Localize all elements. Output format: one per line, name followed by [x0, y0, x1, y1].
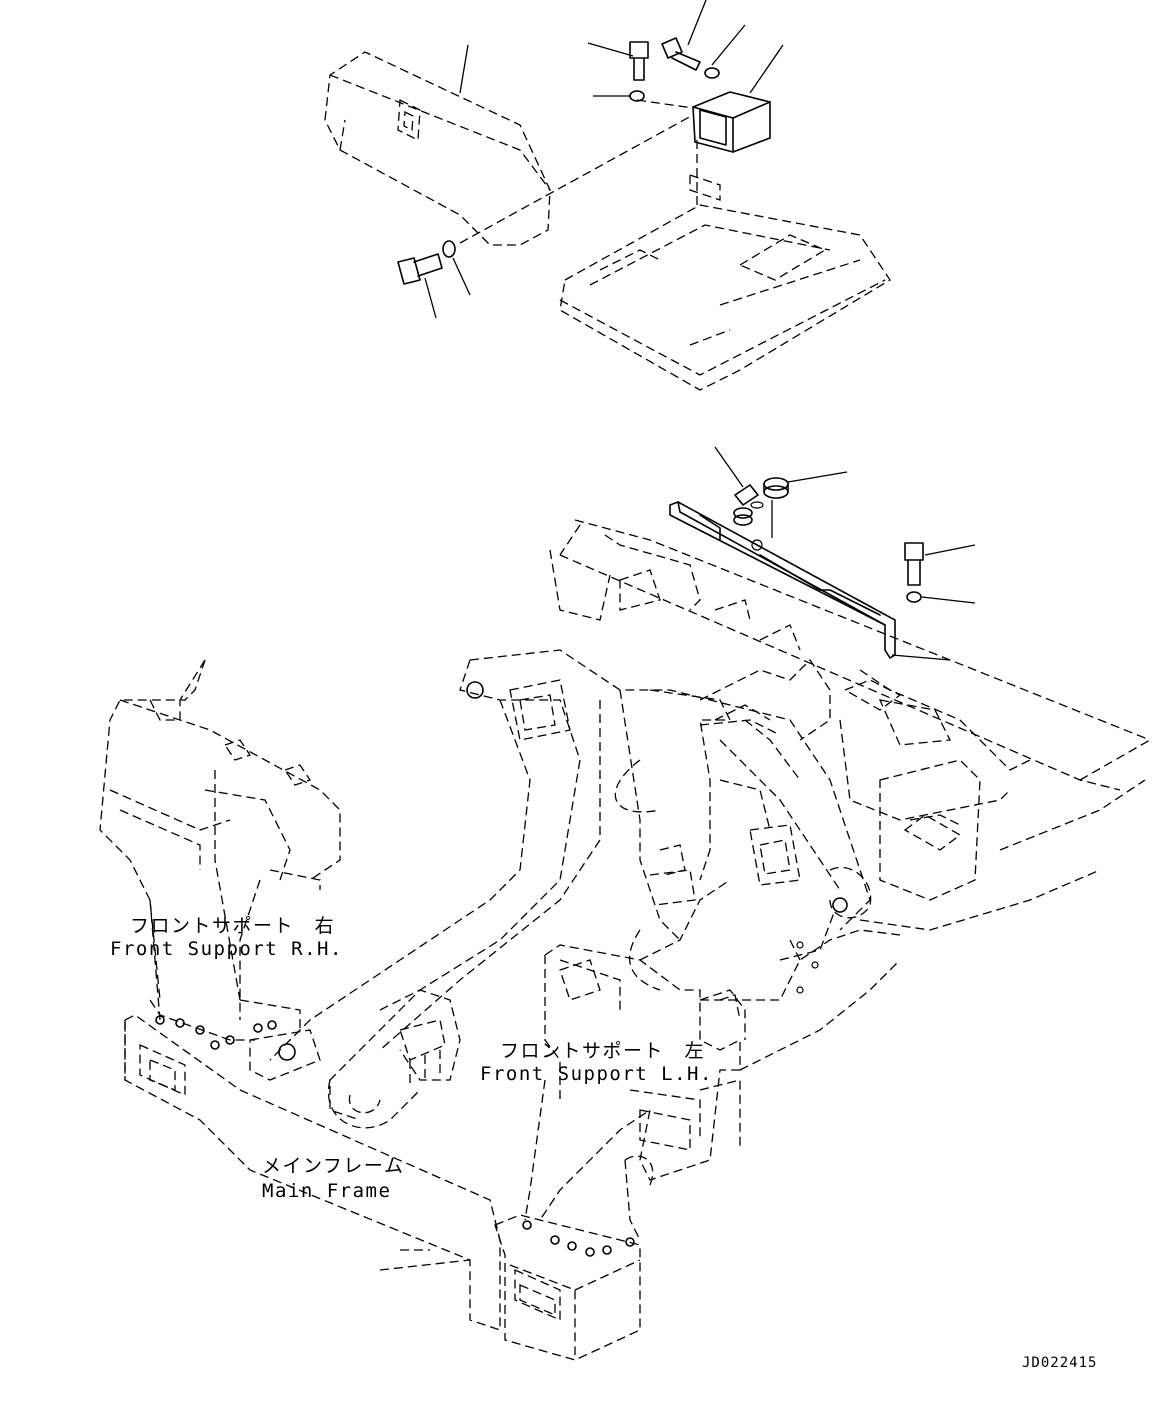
washer-left	[442, 240, 456, 258]
bolt-top-1	[629, 41, 649, 81]
bracket-box	[692, 91, 771, 153]
bolt-right	[904, 542, 924, 586]
front-support-rh-bolts	[155, 1015, 277, 1050]
cover-plate	[324, 51, 551, 246]
washer-top-1	[704, 67, 720, 79]
washer-right	[906, 591, 922, 603]
bolt-top-2	[661, 37, 701, 71]
front-support-rh-label-en: Front Support R.H.	[110, 938, 343, 960]
mount-line-2	[636, 99, 694, 109]
front-support-lh-label-en: Front Support L.H.	[480, 1063, 713, 1085]
mount-plate	[669, 501, 896, 659]
front-support-lh	[524, 944, 746, 1241]
front-support-lh-base	[494, 1214, 641, 1361]
drawing-code: JD022415	[1022, 1355, 1098, 1371]
main-frame-rear	[549, 519, 1151, 931]
leader-lines-top	[424, 0, 784, 319]
leader-lines-lower	[714, 446, 976, 661]
mount-line-1	[459, 114, 694, 244]
main-frame-label-jp: メインフレーム	[262, 1155, 405, 1177]
front-support-lh-label-jp: フロントサポート 左	[500, 1040, 706, 1062]
main-frame-label-en: Main Frame	[262, 1180, 392, 1202]
main-frame-lower-left	[249, 989, 461, 1129]
washer-top-2	[629, 90, 645, 102]
bolt-left	[397, 253, 443, 285]
grommet-parts	[733, 477, 789, 551]
main-frame-right-sweep	[639, 879, 901, 1071]
front-support-rh-label-jp: フロントサポート 右	[130, 915, 336, 937]
front-support-lh-bolts	[522, 1220, 635, 1257]
platform-frame	[559, 174, 891, 391]
front-support-rh	[99, 659, 341, 1041]
main-frame-base	[124, 1014, 501, 1331]
